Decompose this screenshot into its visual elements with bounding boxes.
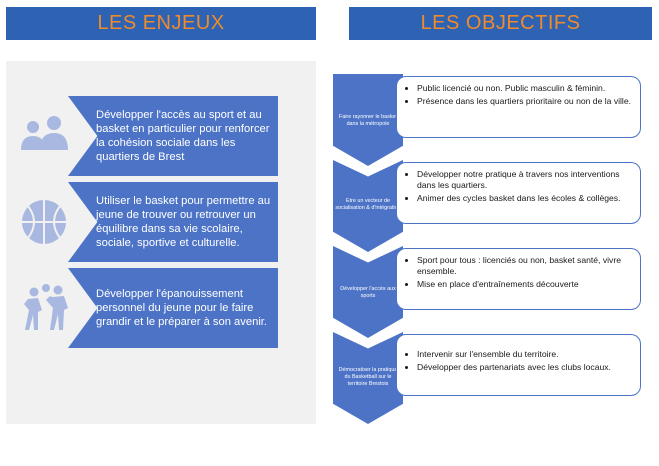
enjeux-text: Développer l'épanouissement personnel du… <box>96 288 268 328</box>
objectif-chevron-label: Démocratiser la pratique du Basketball s… <box>338 367 398 387</box>
objectif-bullet: Public licencié ou non. Public masculin … <box>417 83 632 94</box>
people-icon <box>21 116 68 150</box>
objectif-chevron <box>333 74 403 166</box>
enjeux-shape <box>68 96 278 176</box>
objectif-chevron-label: Faire rayonner le basket dans la métropo… <box>338 114 398 127</box>
objectif-chevron-label: Développer l'accès aux sports <box>340 286 396 299</box>
enjeux-text: Utiliser le basket pour permettre au jeu… <box>96 195 271 249</box>
enjeux-panel: Développer l'accès au sport et au basket… <box>6 61 316 424</box>
objectif-box: Public licencié ou non. Public masculin … <box>396 76 641 138</box>
enjeux-shape <box>68 182 278 262</box>
objectif-bullet: Développer des partenariats avec les clu… <box>417 362 632 373</box>
objectif-bullet: Intervenir sur l'ensemble du territoire. <box>417 349 632 360</box>
objectif-bullet: Sport pour tous : licenciés ou non, bask… <box>417 255 632 277</box>
enjeux-item: Développer l'accès au sport et au basket… <box>6 96 316 176</box>
objectif-bullet: Développer notre pratique à travers nos … <box>417 169 632 191</box>
players-icon <box>24 284 68 330</box>
enjeux-item: Utiliser le basket pour permettre au jeu… <box>6 182 316 262</box>
basketball-icon <box>22 200 66 244</box>
objectif-box: Développer notre pratique à travers nos … <box>396 162 641 224</box>
enjeux-item: Développer l'épanouissement personnel du… <box>6 268 316 348</box>
objectif-bullet: Animer des cycles basket dans les écoles… <box>417 193 632 204</box>
objectif-chevron-label: Etre un vecteur de socialisation & d'int… <box>335 198 401 211</box>
objectif-box: Sport pour tous : licenciés ou non, bask… <box>396 248 641 310</box>
objectif-bullet: Mise en place d'entraînements découverte <box>417 279 632 290</box>
enjeux-banner: LES ENJEUX <box>6 7 316 40</box>
objectif-box: Intervenir sur l'ensemble du territoire.… <box>396 334 641 396</box>
enjeux-shape <box>68 268 278 348</box>
enjeux-text: Développer l'accès au sport et au basket… <box>96 109 270 163</box>
objectifs-banner: LES OBJECTIFS <box>349 7 652 40</box>
enjeux-title: LES ENJEUX <box>97 12 225 34</box>
objectifs-title: LES OBJECTIFS <box>420 12 581 34</box>
objectif-bullet: Présence dans les quartiers prioritaire … <box>417 96 632 107</box>
